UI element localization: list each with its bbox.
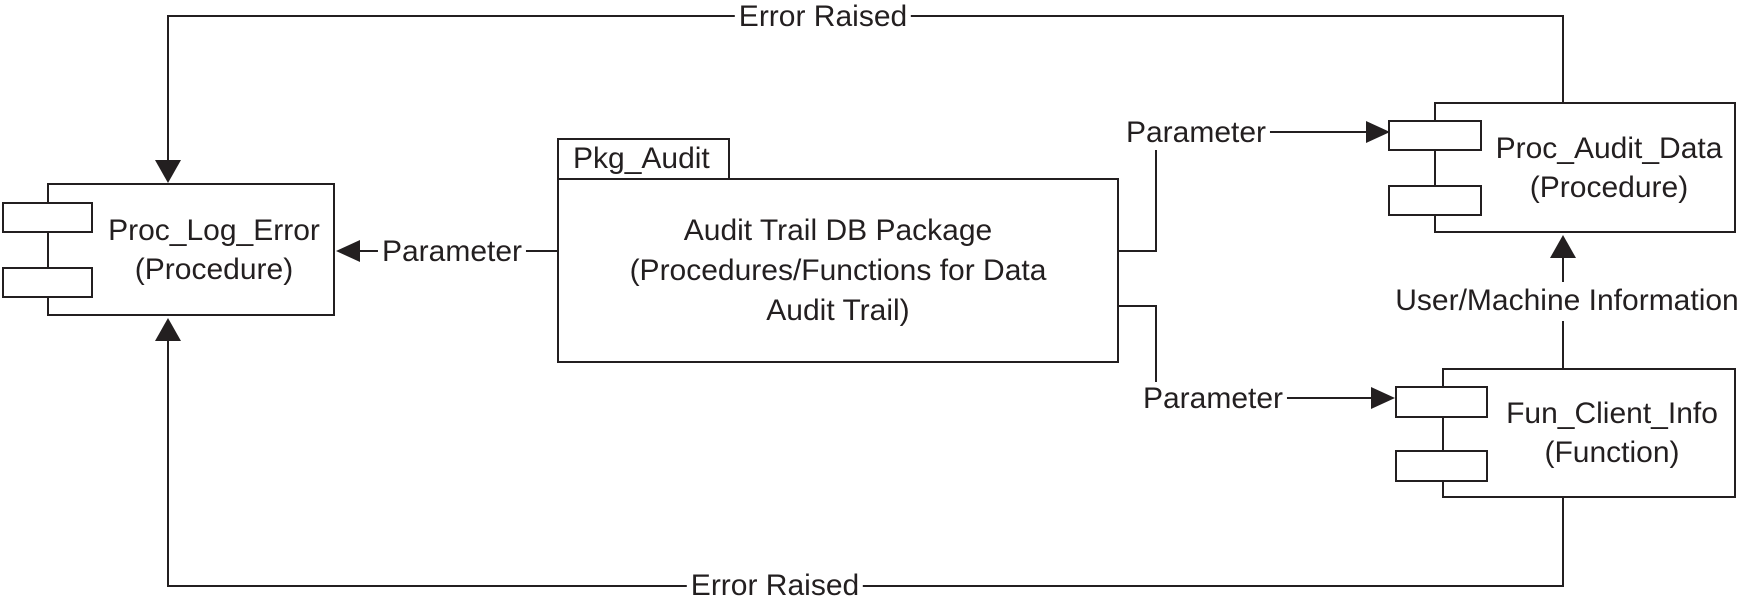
edge-label-parameter-bottom-right: Parameter bbox=[1138, 382, 1288, 416]
node-proc-audit-data: Proc_Audit_Data (Procedure) bbox=[1434, 102, 1736, 233]
node-proc-audit-data-name: Proc_Audit_Data bbox=[1495, 131, 1723, 165]
edge-error-raised-top-left-segment bbox=[167, 15, 169, 165]
arrowhead-right-into-fun-client-info bbox=[1371, 387, 1395, 409]
edge-label-user-machine-information: User/Machine Information bbox=[1391, 284, 1739, 318]
edge-label-parameter-top-right: Parameter bbox=[1121, 116, 1271, 150]
edge-error-raised-bottom-left-segment bbox=[167, 330, 169, 587]
node-proc-log-error: Proc_Log_Error (Procedure) bbox=[47, 183, 335, 316]
arrowhead-left-into-proc-log-error bbox=[336, 240, 360, 262]
arrowhead-right-into-proc-audit-data bbox=[1366, 121, 1390, 143]
edge-parameter-bottom-vertical bbox=[1155, 305, 1157, 383]
node-fun-client-info: Fun_Client_Info (Function) bbox=[1442, 368, 1736, 498]
edge-parameter-top-elbow bbox=[1119, 250, 1157, 252]
edge-label-error-raised-top: Error Raised bbox=[734, 0, 912, 34]
package-pkg-audit-line1: Audit Trail DB Package bbox=[683, 213, 993, 247]
edge-error-raised-bottom-right-segment bbox=[1562, 498, 1564, 587]
edge-label-error-raised-bottom: Error Raised bbox=[686, 569, 864, 603]
package-pkg-audit-line3: Audit Trail) bbox=[766, 293, 910, 327]
edge-error-raised-bottom-horizontal bbox=[167, 585, 1564, 587]
node-fun-client-info-name: Fun_Client_Info bbox=[1506, 397, 1718, 430]
edge-user-machine-lower-vertical bbox=[1562, 321, 1564, 368]
node-fun-client-info-type: (Function) bbox=[1544, 436, 1680, 469]
component-tab-icon bbox=[1395, 386, 1488, 418]
node-proc-log-error-name: Proc_Log_Error bbox=[108, 213, 320, 247]
edge-parameter-bottom-arrow-line bbox=[1283, 397, 1373, 399]
arrowhead-up-into-proc-log-error bbox=[155, 318, 181, 341]
package-pkg-audit-tab: Pkg_Audit bbox=[557, 138, 730, 178]
edge-parameter-bottom-elbow bbox=[1119, 305, 1157, 307]
arrowhead-up-into-proc-audit-data bbox=[1550, 235, 1576, 258]
edge-parameter-top-vertical bbox=[1155, 150, 1157, 252]
component-tab-icon bbox=[1388, 185, 1482, 216]
component-tab-icon bbox=[2, 202, 93, 233]
edge-label-parameter-left: Parameter bbox=[377, 235, 527, 269]
component-tab-icon bbox=[2, 267, 93, 298]
node-proc-log-error-type: (Procedure) bbox=[134, 252, 294, 286]
package-pkg-audit-line2: (Procedures/Functions for Data bbox=[629, 253, 1047, 287]
arrowhead-down-into-proc-log-error bbox=[155, 160, 181, 183]
component-tab-icon bbox=[1395, 450, 1488, 482]
package-pkg-audit-body: Audit Trail DB Package (Procedures/Funct… bbox=[557, 178, 1119, 363]
edge-user-machine-upper-vertical bbox=[1562, 240, 1564, 282]
component-tab-icon bbox=[1388, 120, 1482, 151]
edge-error-raised-top-right-segment bbox=[1562, 15, 1564, 103]
package-pkg-audit-tab-label: Pkg_Audit bbox=[573, 142, 710, 175]
edge-parameter-top-arrow-line bbox=[1266, 131, 1372, 133]
node-proc-audit-data-type: (Procedure) bbox=[1529, 170, 1689, 204]
